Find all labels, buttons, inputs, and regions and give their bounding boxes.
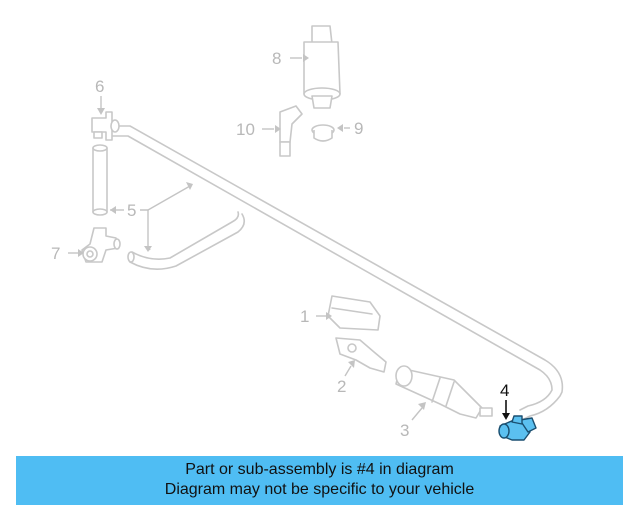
callout-6: 6 (95, 77, 104, 96)
pump-part-8 (303, 25, 341, 109)
callout-1: 1 (300, 307, 309, 326)
main-hose (111, 125, 564, 421)
callout-2: 2 (337, 377, 346, 396)
leader-lines (68, 54, 510, 421)
callout-7: 7 (51, 244, 60, 263)
elbow-part-10 (279, 105, 303, 157)
callout-8: 8 (272, 49, 281, 68)
tube-part-5 (92, 144, 108, 216)
cover-part-1 (327, 295, 381, 331)
info-banner: Part or sub-assembly is #4 in diagram Di… (16, 456, 623, 505)
parts-diagram: 8 10 9 6 5 7 1 2 3 4 (51, 25, 564, 441)
callout-4: 4 (500, 381, 509, 400)
branch-hose (127, 211, 246, 270)
connector-part-6 (91, 111, 120, 141)
callout-3: 3 (400, 421, 409, 440)
callout-5: 5 (127, 201, 136, 220)
highlighted-part-4[interactable] (498, 415, 537, 441)
callout-10: 10 (236, 120, 255, 139)
nozzle-part-3 (395, 365, 493, 419)
banner-line-2: Diagram may not be specific to your vehi… (164, 481, 475, 498)
banner-line-1: Part or sub-assembly is #4 in diagram (185, 461, 454, 478)
grommet-part-9 (311, 124, 335, 142)
callout-9: 9 (354, 119, 363, 138)
bracket-part-2 (335, 337, 387, 373)
tee-part-7 (81, 227, 121, 263)
